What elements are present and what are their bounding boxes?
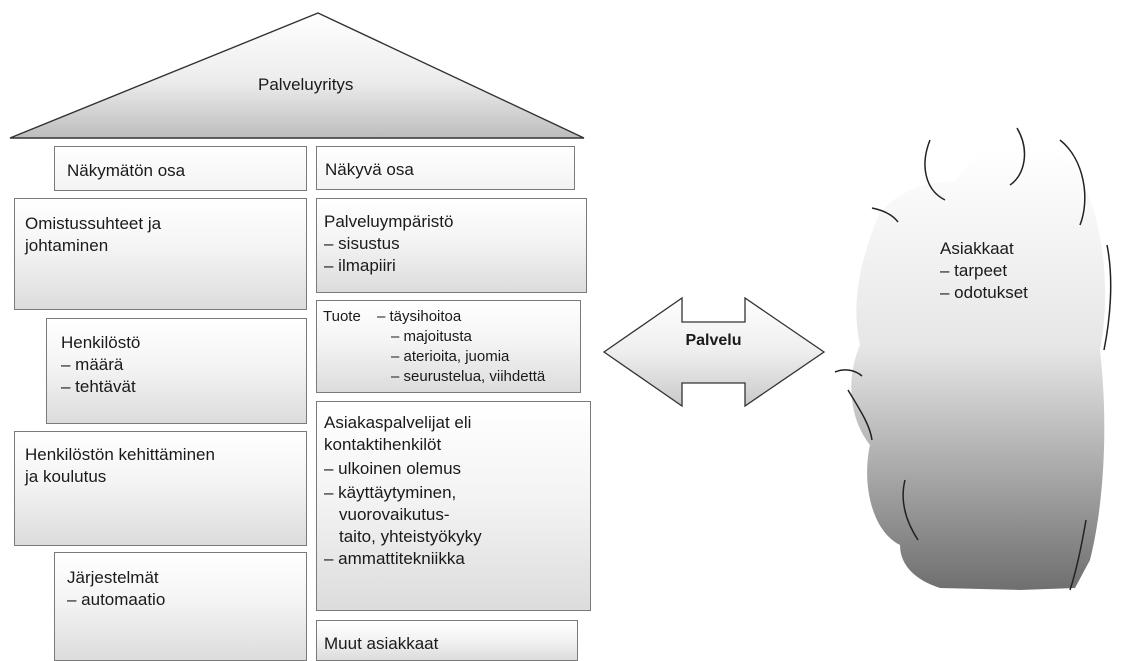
contact-line-1: Asiakaspalvelijat eli [324,412,471,434]
product-label: Tuote [323,308,361,325]
customers-line-3: – odotukset [940,282,1028,304]
staff-box: Henkilöstö – määrä – tehtävät [46,318,307,424]
systems-box: Järjestelmät – automaatio [54,552,307,661]
staff-line-2: – määrä [61,354,123,376]
development-line-1: Henkilöstön kehittäminen [25,444,215,466]
systems-line-1: Järjestelmät [67,567,159,589]
hidden-part-header: Näkymätön osa [54,146,307,191]
ownership-box: Omistussuhteet ja johtaminen [14,198,307,310]
roof-title: Palveluyritys [258,74,353,96]
staff-line-3: – tehtävät [61,376,136,398]
other-customers-label: Muut asiakkaat [324,633,438,655]
customers-line-2: – tarpeet [940,260,1007,282]
contact-line-6: taito, yhteistyökyky [339,526,482,548]
environment-line-2: – sisustus [324,233,400,255]
product-item-4: – seurustelua, viihdettä [391,368,545,385]
other-customers-box: Muut asiakkaat [316,620,578,661]
contact-staff-box: Asiakaspalvelijat eli kontaktihenkilöt –… [316,401,591,611]
contact-line-4: – käyttäytyminen, [324,482,456,504]
contact-line-5: vuorovaikutus- [339,504,450,526]
contact-line-7: – ammattitekniikka [324,548,465,570]
staff-line-1: Henkilöstö [61,332,140,354]
visible-part-header: Näkyvä osa [316,146,575,190]
contact-line-2: kontaktihenkilöt [324,434,441,456]
environment-line-3: – ilmapiiri [324,255,396,277]
product-item-1: – täysihoitoa [377,308,461,325]
hidden-part-label: Näkymätön osa [67,160,185,182]
ownership-line-2: johtaminen [25,235,108,257]
service-label: Palvelu [682,330,745,352]
customers-line-1: Asiakkaat [940,238,1014,260]
product-box: Tuote – täysihoitoa – majoitusta – ateri… [316,300,581,393]
customers-silhouette [835,128,1111,590]
environment-line-1: Palveluympäristö [324,211,453,233]
environment-box: Palveluympäristö – sisustus – ilmapiiri [316,198,587,293]
ownership-line-1: Omistussuhteet ja [25,213,161,235]
product-item-2: – majoitusta [391,328,472,345]
staff-development-box: Henkilöstön kehittäminen ja koulutus [14,431,307,546]
development-line-2: ja koulutus [25,466,106,488]
systems-line-2: – automaatio [67,589,165,611]
contact-line-3: – ulkoinen olemus [324,458,461,480]
product-item-3: – aterioita, juomia [391,348,509,365]
service-double-arrow [604,298,824,406]
visible-part-label: Näkyvä osa [325,159,414,181]
